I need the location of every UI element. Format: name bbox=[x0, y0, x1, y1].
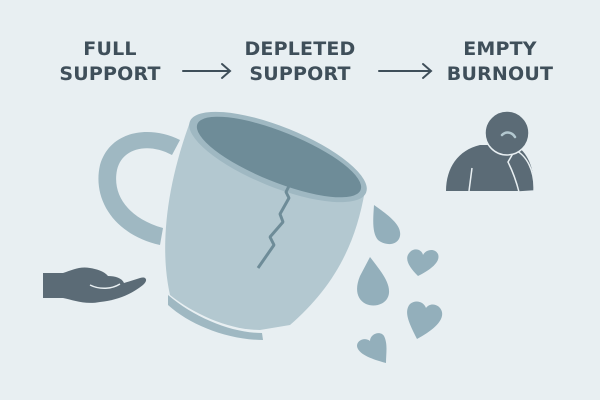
stage-empty-burnout: EMPTY BURNOUT bbox=[435, 37, 565, 87]
arrow-right-icon bbox=[378, 63, 433, 79]
drop-icon bbox=[373, 205, 401, 245]
stage-label-line2: BURNOUT bbox=[446, 63, 554, 85]
sad-person-icon bbox=[446, 110, 535, 193]
heart-icon bbox=[407, 249, 439, 276]
stage-label-line2: SUPPORT bbox=[249, 63, 351, 85]
stage-label-line1: DEPLETED bbox=[244, 38, 356, 60]
drop-icon bbox=[357, 257, 390, 306]
heart-icon bbox=[407, 301, 443, 339]
stage-depleted-support: DEPLETED SUPPORT bbox=[235, 37, 365, 87]
open-hand-icon bbox=[43, 267, 147, 303]
cup-handle bbox=[98, 132, 180, 245]
heart-icon bbox=[357, 333, 387, 363]
cracked-tilted-cup-icon bbox=[165, 111, 367, 340]
stage-label-line1: FULL bbox=[83, 38, 137, 60]
arrow-right-icon bbox=[182, 63, 232, 79]
stage-full-support: FULL SUPPORT bbox=[50, 37, 170, 87]
stage-label-line1: EMPTY bbox=[463, 38, 537, 60]
stage-label-line2: SUPPORT bbox=[59, 63, 161, 85]
